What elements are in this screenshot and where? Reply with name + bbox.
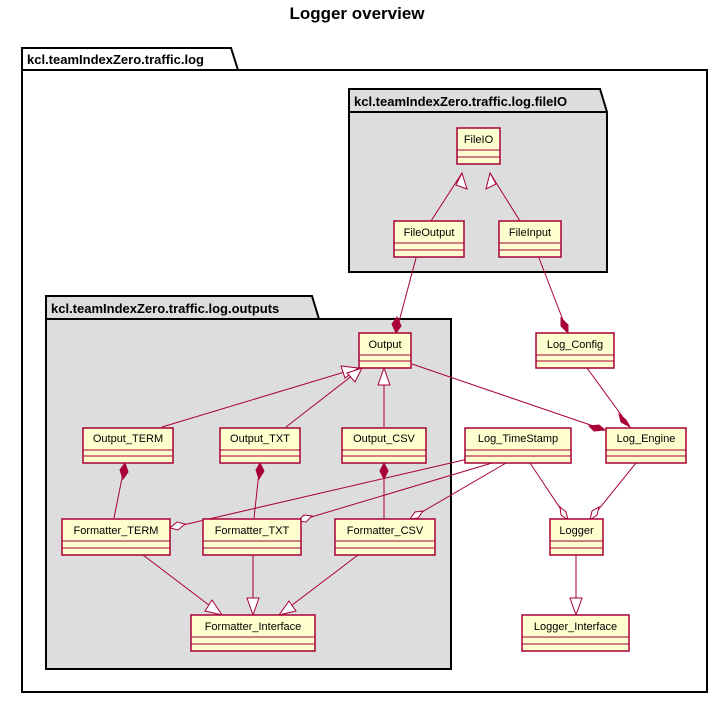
- relation-timestamp-formatterterm: [168, 458, 469, 531]
- class-outputterm[interactable]: Output_TERM: [82, 427, 174, 464]
- class-formatterinterface-label: Formatter_Interface: [205, 621, 302, 633]
- relation-formatterterm-outputterm: [113, 461, 129, 519]
- relation-fileoutput-fileio: [430, 171, 468, 222]
- class-fileio[interactable]: FileIO: [456, 127, 501, 165]
- class-logger-label: Logger: [559, 525, 594, 537]
- relation-fileinput-fileio: [485, 171, 521, 222]
- class-formatterterm[interactable]: Formatter_TERM: [61, 518, 171, 556]
- class-output[interactable]: Output: [358, 332, 412, 369]
- classes-layer: FileIO FileOutput FileInput Output Log_C…: [61, 127, 687, 652]
- class-outputtxt[interactable]: Output_TXT: [219, 427, 301, 464]
- class-logengine[interactable]: Log_Engine: [605, 427, 687, 464]
- class-formattertxt-label: Formatter_TXT: [215, 525, 290, 537]
- relation-outputtxt-output: [285, 367, 363, 428]
- class-outputterm-label: Output_TERM: [93, 433, 163, 445]
- class-outputtxt-label: Output_TXT: [230, 433, 290, 445]
- diagram-title: Logger overview: [289, 4, 425, 23]
- class-loggerinterface[interactable]: Logger_Interface: [521, 614, 630, 652]
- class-outputcsv-label: Output_CSV: [353, 433, 415, 445]
- class-logconfig[interactable]: Log_Config: [535, 332, 615, 369]
- class-logtimestamp-label: Log_TimeStamp: [478, 433, 558, 445]
- relation-formatterterm-interface: [142, 554, 224, 616]
- class-fileinput[interactable]: FileInput: [498, 220, 562, 258]
- relation-fileinput-logconfig: [538, 257, 569, 335]
- relation-outputcsv-output: [377, 366, 391, 427]
- class-formattertxt[interactable]: Formatter_TXT: [202, 518, 302, 556]
- relation-logger-loggerinterface: [569, 555, 583, 617]
- class-logger[interactable]: Logger: [549, 518, 604, 556]
- relation-fileoutput-output: [391, 257, 417, 335]
- relation-timestamp-logger: [529, 462, 569, 522]
- class-loggerinterface-label: Logger_Interface: [534, 621, 617, 633]
- package-outputs-label: kcl.teamIndexZero.traffic.log.outputs: [51, 301, 279, 316]
- relation-logengine-logger: [589, 462, 637, 522]
- class-output-label: Output: [368, 339, 401, 351]
- class-logconfig-label: Log_Config: [547, 339, 603, 351]
- package-fileio-label: kcl.teamIndexZero.traffic.log.fileIO: [354, 94, 567, 109]
- class-fileio-label: FileIO: [464, 134, 494, 146]
- class-outputcsv[interactable]: Output_CSV: [341, 427, 427, 464]
- class-fileoutput-label: FileOutput: [404, 227, 455, 239]
- relation-formattercsv-outputcsv: [379, 461, 389, 518]
- relation-formattercsv-interface: [277, 554, 359, 616]
- class-logtimestamp[interactable]: Log_TimeStamp: [464, 427, 572, 464]
- package-outputs: kcl.teamIndexZero.traffic.log.outputs: [45, 295, 452, 670]
- class-formatterterm-label: Formatter_TERM: [74, 525, 159, 537]
- package-fileio: kcl.teamIndexZero.traffic.log.fileIO: [348, 88, 608, 273]
- package-log-label: kcl.teamIndexZero.traffic.log: [27, 52, 204, 67]
- relation-logconfig-logengine: [586, 367, 632, 429]
- class-logengine-label: Log_Engine: [617, 433, 676, 445]
- relation-formattertxt-outputtxt: [253, 461, 265, 519]
- class-fileinput-label: FileInput: [509, 227, 551, 239]
- class-formattercsv[interactable]: Formatter_CSV: [334, 518, 436, 556]
- class-formatterinterface[interactable]: Formatter_Interface: [190, 614, 316, 652]
- relation-output-logengine: [411, 363, 607, 432]
- relations-layer: [113, 171, 637, 617]
- class-formattercsv-label: Formatter_CSV: [347, 525, 424, 537]
- relation-formattertxt-interface: [246, 555, 260, 617]
- class-fileoutput[interactable]: FileOutput: [393, 220, 465, 258]
